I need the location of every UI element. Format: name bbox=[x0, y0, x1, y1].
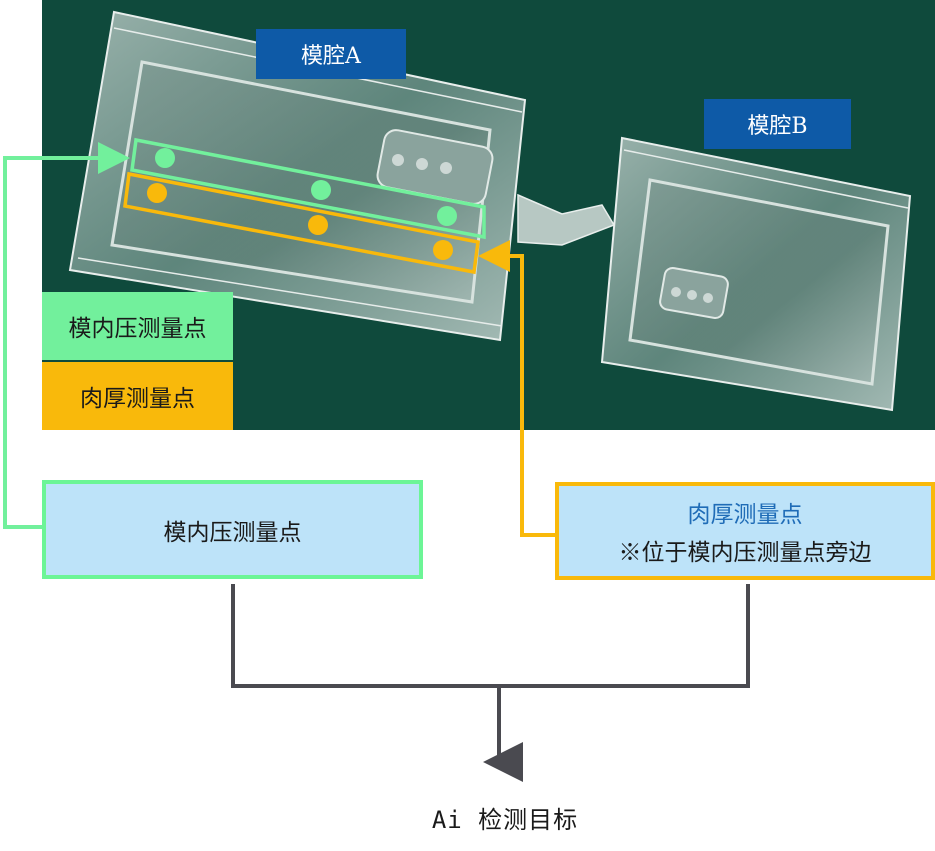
pressure-point bbox=[311, 180, 331, 200]
thickness-measurement-band bbox=[123, 171, 480, 275]
pressure-connector bbox=[3, 142, 130, 529]
legend-pressure: 模内压测量点 bbox=[42, 292, 233, 360]
ai-detection-target: Ai 检测目标 bbox=[431, 806, 579, 834]
molded-part-photo bbox=[42, 0, 935, 430]
thickness-box-note: ※位于模内压测量点旁边 bbox=[618, 540, 872, 566]
pressure-point bbox=[437, 206, 457, 226]
cavity-a-tag: 模腔A bbox=[256, 29, 406, 79]
thickness-point bbox=[308, 215, 328, 235]
thickness-point bbox=[433, 240, 453, 260]
pressure-measurement-band bbox=[130, 137, 486, 240]
molded-part-illustration bbox=[42, 0, 935, 430]
cavity-b-label: 模腔B bbox=[747, 114, 808, 139]
thickness-point-box: 肉厚测量点 ※位于模内压测量点旁边 bbox=[555, 482, 935, 580]
pressure-box-title: 模内压测量点 bbox=[163, 519, 302, 546]
thickness-point bbox=[147, 183, 167, 203]
merge-connector bbox=[231, 584, 750, 688]
pressure-point bbox=[155, 148, 175, 168]
thickness-connector bbox=[478, 240, 555, 537]
cavity-b-tag: 模腔B bbox=[704, 99, 851, 149]
legend-pressure-label: 模内压测量点 bbox=[68, 316, 207, 342]
cavity-a-label: 模腔A bbox=[301, 44, 361, 69]
cavity-a-tray bbox=[68, 10, 527, 342]
legend-thickness-label: 肉厚测量点 bbox=[80, 386, 195, 412]
thickness-box-title: 肉厚测量点 bbox=[687, 502, 803, 528]
legend-thickness: 肉厚测量点 bbox=[42, 362, 233, 430]
pressure-point-box: 模内压测量点 bbox=[42, 480, 423, 579]
cavity-b-tray bbox=[600, 136, 912, 412]
